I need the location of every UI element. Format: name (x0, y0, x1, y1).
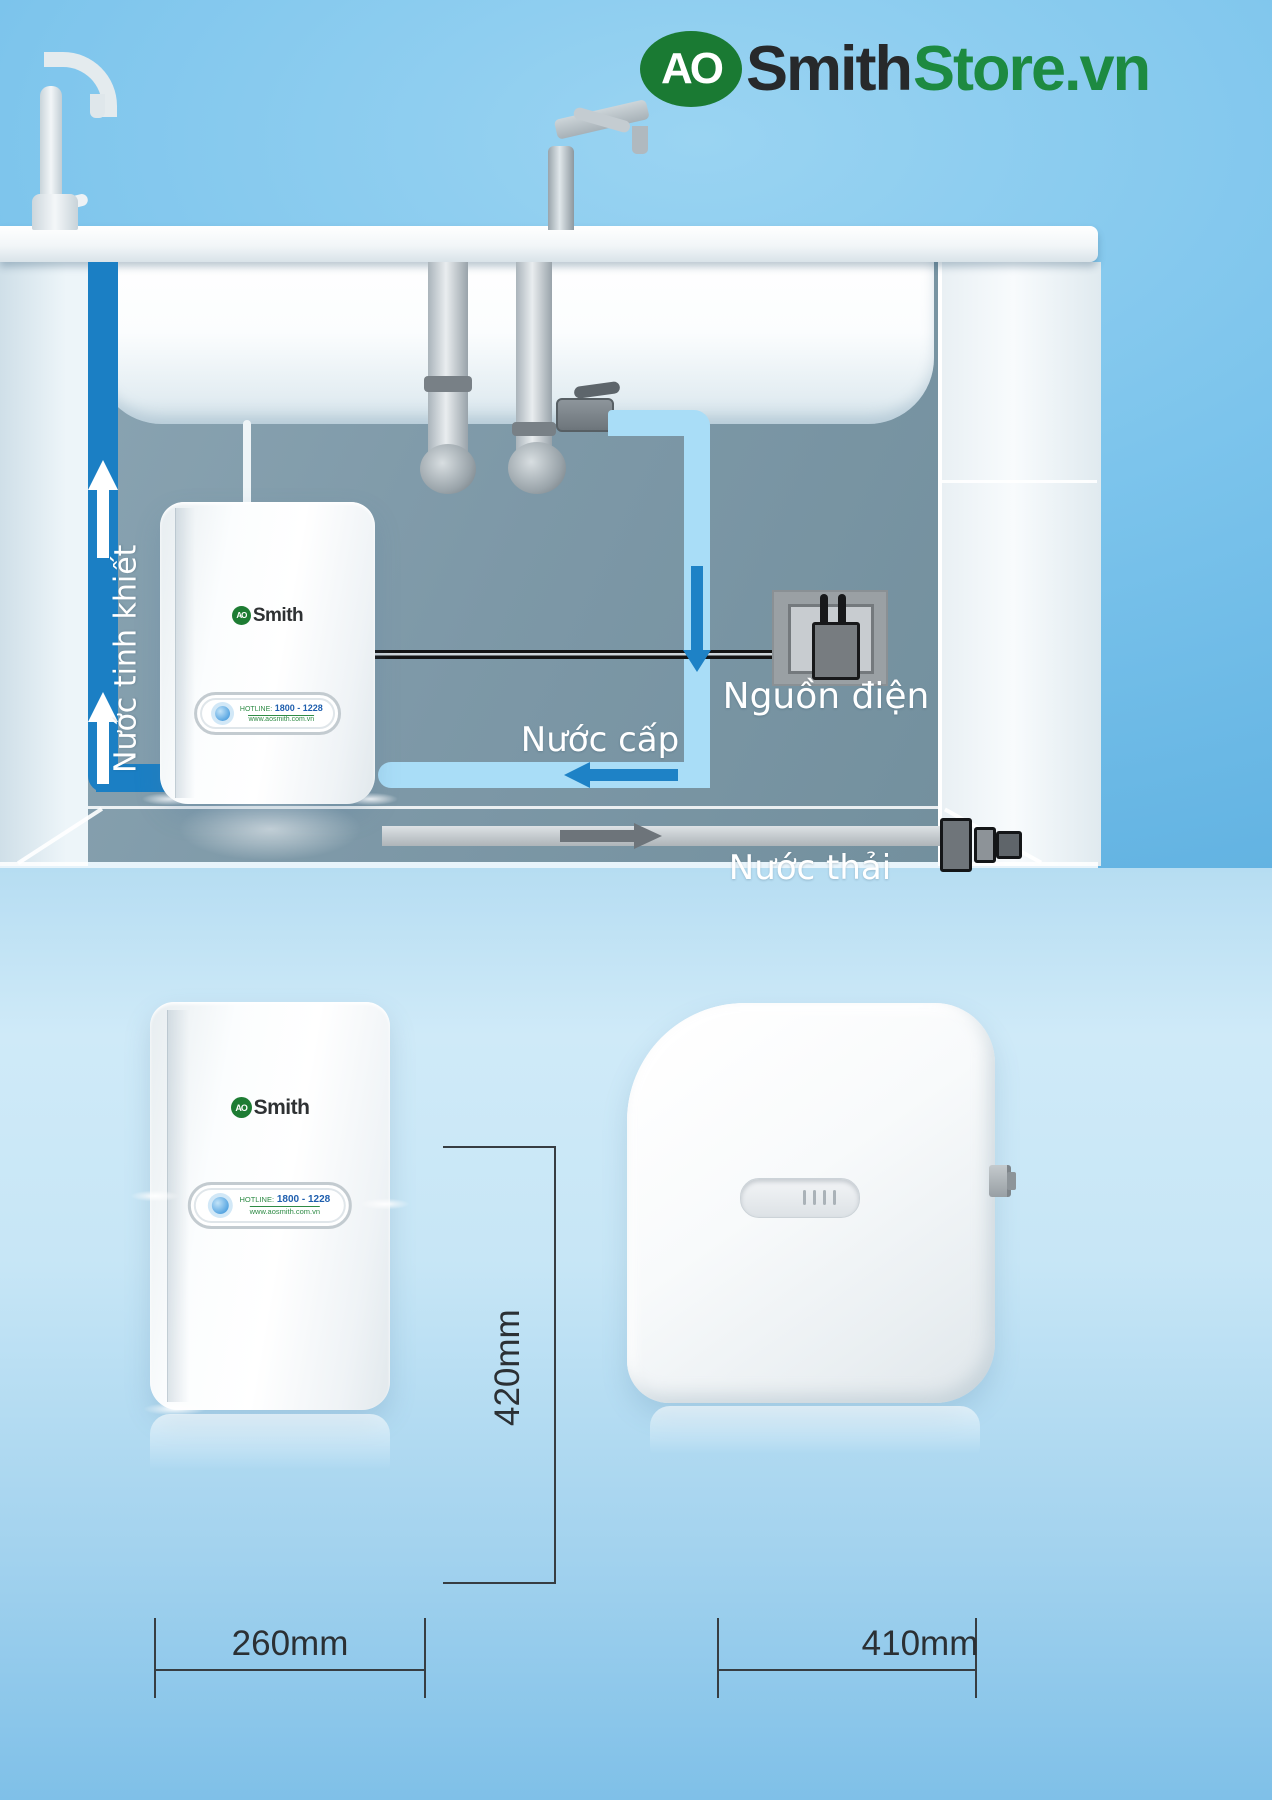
cabinet-right-seam (942, 480, 1097, 483)
unit-display-panel: HOTLINE: 1800 - 1228 www.aosmith.com.vn (193, 692, 342, 736)
hotline-label: HOTLINE: (239, 1194, 275, 1204)
waste-valve (940, 818, 972, 872)
drain-pipe-left (428, 262, 468, 460)
mixer-faucet-body (548, 146, 574, 230)
purifier-unit-diagram: AO Smith HOTLINE: 1800 - 1228 www.aosmit… (160, 502, 375, 804)
dim-height-label: 420mm (488, 1309, 527, 1427)
drain-flange-right (508, 442, 566, 494)
latch-rib-icon (813, 1190, 816, 1205)
waste-valve-nut (974, 827, 996, 863)
dim-height-tick-bottom (443, 1582, 556, 1584)
front-unit-reflection (150, 1414, 390, 1484)
supply-arrow-shaft (691, 566, 703, 652)
drain-flange-left (420, 444, 476, 494)
dim-depth-tick-left (717, 1618, 719, 1698)
sparkle-highlight (350, 1196, 420, 1212)
label-power-source: Nguồn điện (722, 676, 930, 717)
brand-ao-ellipse-icon: AO (640, 31, 742, 107)
brand-logo: AO Smith Store.vn (640, 30, 1151, 108)
status-led-icon (211, 1196, 229, 1214)
pure-faucet-base (32, 194, 78, 230)
unit-brand-logo: AO Smith (150, 1096, 390, 1120)
sink-underside (96, 258, 934, 424)
label-waste-water: Nước thải (728, 848, 892, 888)
arrow-left-icon (564, 762, 590, 788)
unit-brand-logo: AO Smith (160, 605, 375, 627)
dim-depth-tick-right (975, 1618, 977, 1698)
pure-arrow-shaft (97, 490, 109, 558)
cabinet-left-panel (0, 262, 88, 866)
status-led-icon (214, 706, 230, 722)
countertop (0, 226, 1098, 262)
label-supply-water: Nước cấp (520, 720, 680, 760)
sparkle-highlight (130, 1400, 220, 1418)
side-unit-reflection (650, 1406, 980, 1466)
brand-store-text: Store.vn (913, 34, 1151, 104)
dim-width-tick-left (154, 1618, 156, 1698)
pure-faucet-spout (90, 94, 105, 118)
side-latch-handle (740, 1178, 860, 1218)
unit-smith-text: Smith (253, 1095, 310, 1119)
mixer-faucet-tip (632, 126, 648, 154)
arrow-up-icon (88, 460, 118, 490)
dim-depth-label: 410mm (861, 1624, 979, 1663)
power-cord (372, 650, 818, 659)
sparkle-highlight (120, 1188, 190, 1204)
drain-pipe-right-nut (512, 422, 556, 436)
side-inlet-connector-tip (1007, 1172, 1016, 1190)
hotline-number: 1800 - 1228 (274, 703, 323, 713)
latch-rib-icon (823, 1190, 826, 1205)
feed-valve (556, 398, 614, 432)
power-plug-icon (812, 622, 860, 680)
pure-water-tube (243, 420, 251, 508)
unit-ao-badge-icon: AO (231, 606, 251, 626)
unit-ao-badge-icon: AO (230, 1097, 252, 1119)
latch-rib-icon (803, 1190, 806, 1205)
arrow-up-icon (88, 692, 118, 722)
pure-faucet-body (40, 86, 62, 200)
latch-rib-icon (833, 1190, 836, 1205)
label-pure-water: Nước tinh khiết (108, 544, 144, 774)
dim-width-tick-right (424, 1618, 426, 1698)
hotline-number: 1800 - 1228 (276, 1193, 331, 1205)
dim-depth-line (718, 1669, 976, 1671)
brand-ao-text: AO (661, 44, 724, 93)
unit-smith-text: Smith (252, 604, 304, 626)
drain-pipe-right (516, 262, 552, 452)
arrow-right-icon (634, 823, 662, 849)
cabinet-right-panel (938, 262, 1101, 866)
website-text: www.aosmith.com.vn (248, 714, 315, 723)
dim-width-label: 260mm (231, 1624, 349, 1663)
plug-prong-icon (820, 594, 828, 622)
drain-pipe-left-nut (424, 376, 472, 392)
unit-display-panel: HOTLINE: 1800 - 1228 www.aosmith.com.vn (187, 1181, 353, 1229)
supply-arrow-shaft (590, 769, 678, 781)
plug-prong-icon (838, 594, 846, 622)
dim-width-line (155, 1669, 425, 1671)
hotline-label: HOTLINE: (239, 706, 273, 713)
waste-pipe (382, 826, 960, 846)
cabinet-bottom-edge (0, 862, 1098, 868)
arrow-down-icon (683, 650, 711, 672)
dim-height-tick-top (443, 1146, 556, 1148)
cabinet-floor-seam (88, 806, 938, 809)
waste-valve-cap (996, 831, 1022, 859)
dim-height-line (554, 1147, 556, 1583)
waste-arrow-shaft (560, 830, 634, 842)
pure-arrow-shaft (97, 722, 109, 784)
website-text: www.aosmith.com.vn (249, 1206, 321, 1217)
brand-smith-text: Smith (746, 34, 913, 104)
